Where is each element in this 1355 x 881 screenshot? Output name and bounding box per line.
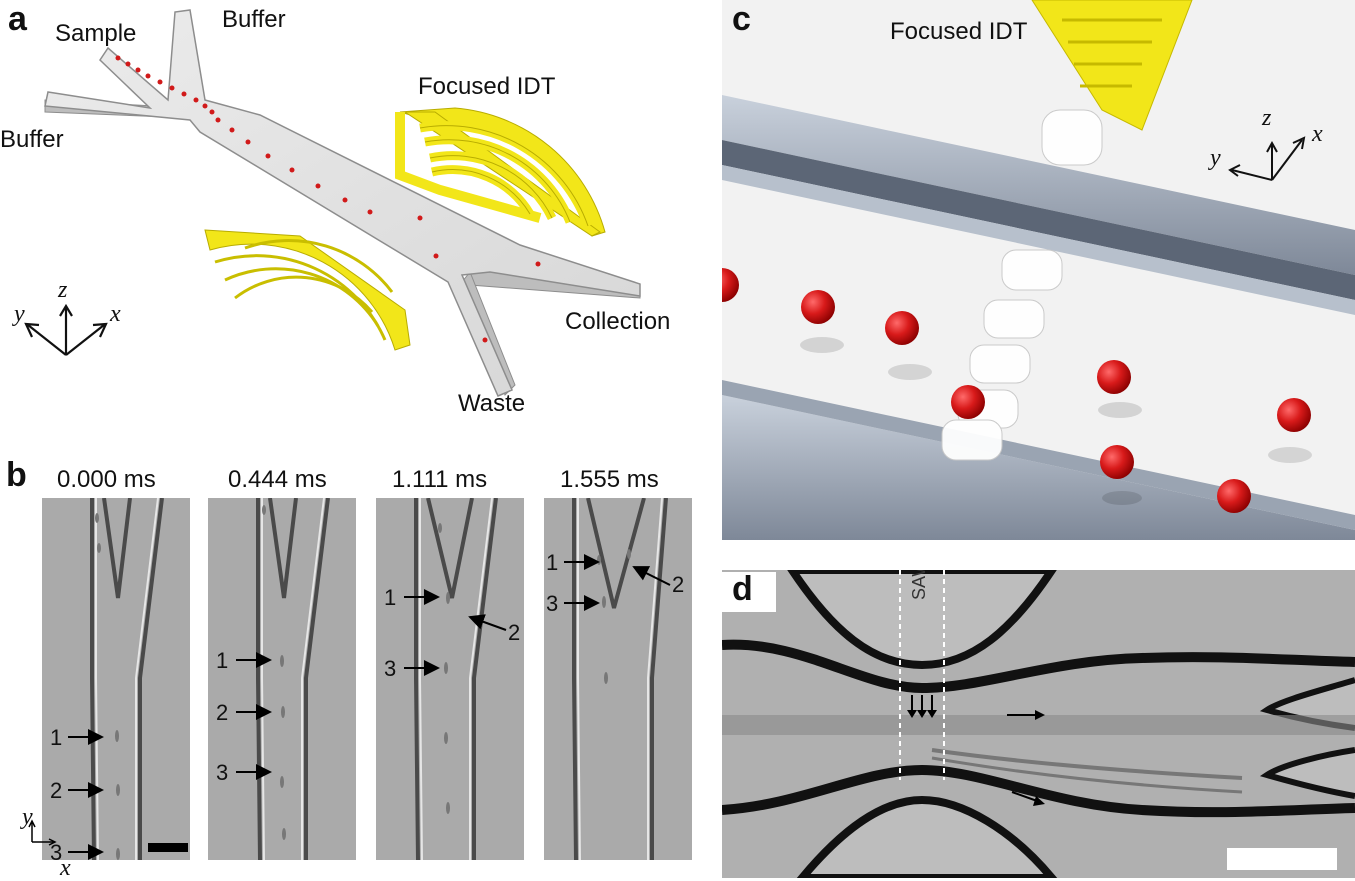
panel-d: d SAW [722, 570, 1355, 878]
label-collection: Collection [565, 308, 671, 335]
frame-4-marker-3: 3 [546, 591, 559, 616]
idt-lower [204, 229, 411, 351]
label-buffer-left: Buffer [0, 126, 64, 153]
frame-1-marker-2: 2 [50, 778, 63, 803]
channel-walls [44, 99, 641, 396]
panel-b-annotations [28, 554, 671, 860]
frame-2-time: 0.444 ms [228, 466, 327, 493]
label-buffer-top: Buffer [222, 6, 286, 33]
frame-2-marker-2: 2 [216, 700, 229, 725]
axis-y-label: y [14, 301, 25, 327]
label-waste: Waste [458, 390, 526, 417]
frame-3-marker-3: 3 [384, 656, 397, 681]
c-label-focused-idt: Focused IDT [890, 18, 1028, 45]
micrograph-frame-4 [544, 498, 692, 860]
panel-letter-d: d [722, 572, 776, 612]
frame-4-marker-2: 2 [672, 572, 685, 597]
label-sample: Sample [55, 20, 137, 47]
c-axis-x-label: x [1312, 121, 1323, 147]
panel-c-render [722, 0, 1355, 540]
frame-1-marker-1: 1 [50, 725, 63, 750]
scale-bar-b [148, 843, 188, 852]
d-label-saw: SAW [909, 570, 929, 600]
panel-a-diagram [24, 9, 641, 397]
frame-3-marker-1: 1 [384, 585, 397, 610]
frame-2-marker-3: 3 [216, 760, 229, 785]
frame-3-marker-2: 2 [508, 620, 521, 645]
panel-a-axes [24, 303, 108, 356]
frame-4-marker-1: 1 [546, 550, 559, 575]
axis-x-label: x [110, 301, 121, 327]
panel-letter-a: a [8, 0, 27, 38]
micrograph-frame-1 [42, 498, 190, 860]
micrograph-frame-3 [376, 498, 524, 860]
panel-b-axis-y-label: y [22, 804, 33, 830]
panel-b: b [0, 450, 710, 880]
frame-3-time: 1.111 ms [392, 466, 488, 493]
frame-2-marker-1: 1 [216, 648, 229, 673]
axis-z-label: z [58, 277, 68, 303]
panel-letter-b: b [6, 456, 27, 494]
frame-1-marker-3: 3 [50, 840, 63, 865]
panel-a: a [0, 0, 700, 440]
focused-idt-upper [395, 107, 606, 237]
label-focused-idt: Focused IDT [418, 73, 556, 100]
panel-d-micrograph [722, 570, 1355, 878]
c-axis-z-label: z [1262, 105, 1272, 131]
frame-1-time: 0.000 ms [57, 466, 156, 493]
particle-stream [115, 55, 541, 343]
c-axis-y-label: y [1210, 145, 1221, 171]
panel-letter-c: c [732, 0, 751, 38]
micrograph-frame-2 [208, 498, 356, 860]
panel-c: c Focused IDT z y x [722, 0, 1355, 540]
panel-b-axis-x-label: x [60, 855, 71, 881]
frame-4-time: 1.555 ms [560, 466, 659, 493]
